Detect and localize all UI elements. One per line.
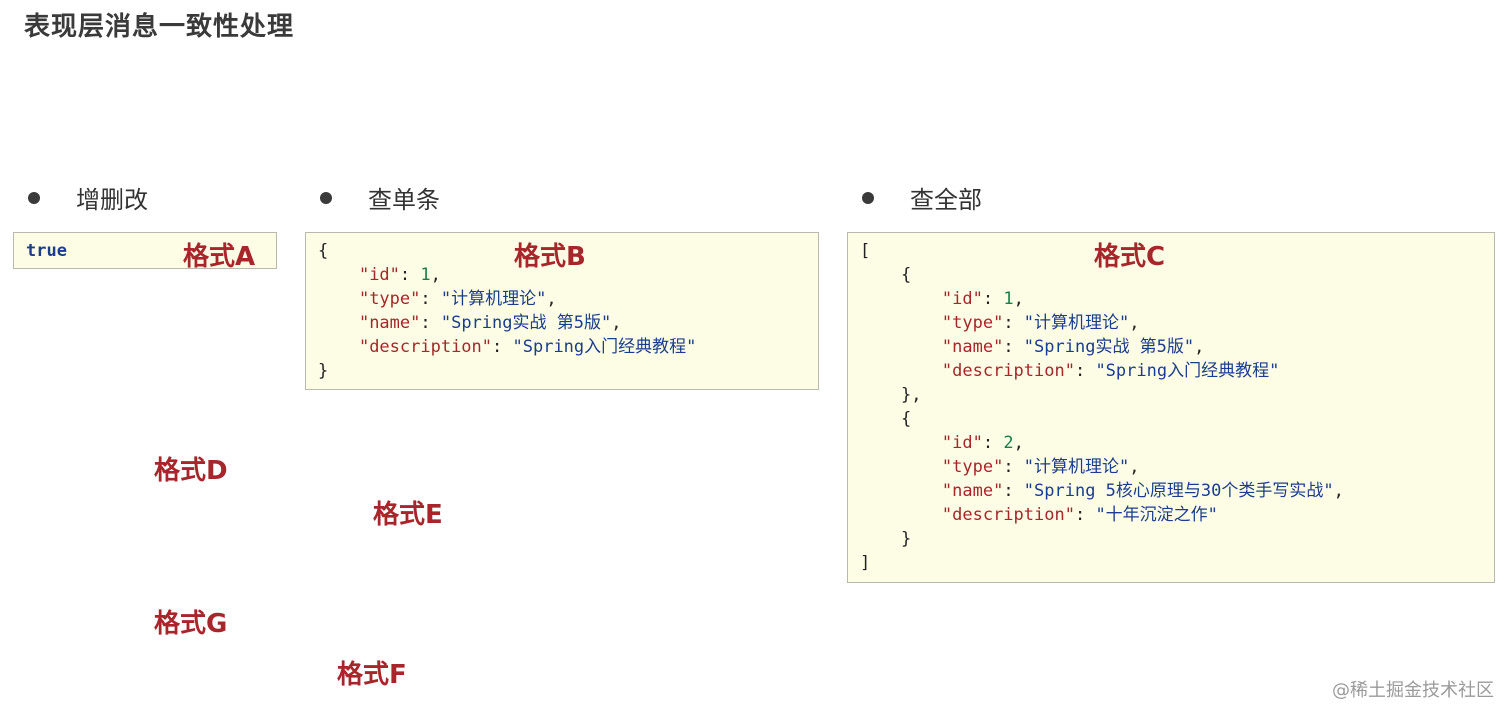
json-value: "计算机理论" — [1023, 457, 1130, 477]
bullet-dot-icon — [320, 191, 332, 204]
true-value: true — [26, 241, 67, 261]
json-value: "Spring入门经典教程" — [1095, 361, 1280, 381]
json-brace-close: }, — [900, 385, 922, 405]
json-key: "description" — [941, 361, 1075, 381]
format-label-c: 格式C — [1094, 242, 1166, 272]
json-object-b: { "id": 1, "type": "计算机理论", "name": "Spr… — [318, 241, 697, 381]
json-value: 2 — [1003, 433, 1014, 453]
bullet-label-query-single: 查单条 — [368, 186, 440, 214]
bullet-crud: 增删改 — [28, 180, 148, 215]
json-brace-close: } — [318, 361, 329, 381]
json-brace-open: { — [900, 409, 912, 429]
json-colon: : — [1003, 457, 1024, 477]
json-colon: : — [1003, 313, 1024, 333]
json-key: "type" — [941, 457, 1004, 477]
json-value: "Spring实战 第5版" — [440, 313, 612, 333]
json-key: "name" — [941, 481, 1004, 501]
json-key: "type" — [941, 313, 1004, 333]
json-value: "Spring入门经典教程" — [512, 337, 697, 357]
json-value: "Spring 5核心原理与30个类手写实战" — [1023, 481, 1334, 501]
json-value: "计算机理论" — [1023, 313, 1130, 333]
json-key: "type" — [358, 289, 421, 309]
json-value: 1 — [1003, 289, 1014, 309]
json-key: "name" — [941, 337, 1004, 357]
format-label-g: 格式G — [154, 609, 228, 639]
bullet-label-query-all: 查全部 — [910, 186, 982, 214]
json-value: "计算机理论" — [440, 289, 547, 309]
json-array-c: [ { "id": 1, "type": "计算机理论", "name": "S… — [860, 241, 1344, 573]
json-colon: : — [420, 313, 441, 333]
format-label-f: 格式F — [337, 660, 407, 690]
bullet-dot-icon — [862, 191, 874, 204]
json-key: "description" — [358, 337, 493, 357]
bullet-label-crud: 增删改 — [76, 186, 148, 214]
json-brace-close: } — [900, 529, 912, 549]
json-value: 1 — [420, 265, 431, 285]
json-bracket-close: ] — [860, 553, 871, 573]
json-colon: : — [1074, 505, 1096, 525]
json-key: "description" — [941, 505, 1075, 525]
json-bracket-open: [ — [860, 241, 871, 261]
json-colon: : — [420, 289, 441, 309]
json-brace-open: { — [900, 265, 912, 285]
json-key: "id" — [941, 433, 983, 453]
code-box-b: { "id": 1, "type": "计算机理论", "name": "Spr… — [305, 232, 819, 390]
json-value: "Spring实战 第5版" — [1023, 337, 1195, 357]
format-label-d: 格式D — [154, 456, 228, 486]
slide-title: 表现层消息一致性处理 — [24, 12, 295, 42]
json-colon: : — [492, 337, 513, 357]
json-value: "十年沉淀之作" — [1095, 505, 1218, 525]
format-label-e: 格式E — [373, 500, 443, 530]
json-colon: : — [1003, 337, 1024, 357]
json-brace-open: { — [318, 241, 329, 261]
bullet-query-single: 查单条 — [320, 180, 440, 215]
json-colon: : — [982, 289, 1004, 309]
watermark: @稀土掘金技术社区 — [1332, 680, 1494, 701]
json-key: "name" — [358, 313, 421, 333]
json-key: "id" — [358, 265, 400, 285]
json-colon: : — [399, 265, 421, 285]
code-box-c: [ { "id": 1, "type": "计算机理论", "name": "S… — [847, 232, 1495, 583]
json-colon: : — [982, 433, 1004, 453]
format-label-a: 格式A — [183, 242, 256, 272]
code-box-a: true — [13, 232, 277, 269]
json-colon: : — [1003, 481, 1024, 501]
json-colon: : — [1074, 361, 1096, 381]
format-label-b: 格式B — [514, 242, 586, 272]
bullet-dot-icon — [28, 191, 40, 204]
bullet-query-all: 查全部 — [862, 180, 982, 215]
json-key: "id" — [941, 289, 983, 309]
